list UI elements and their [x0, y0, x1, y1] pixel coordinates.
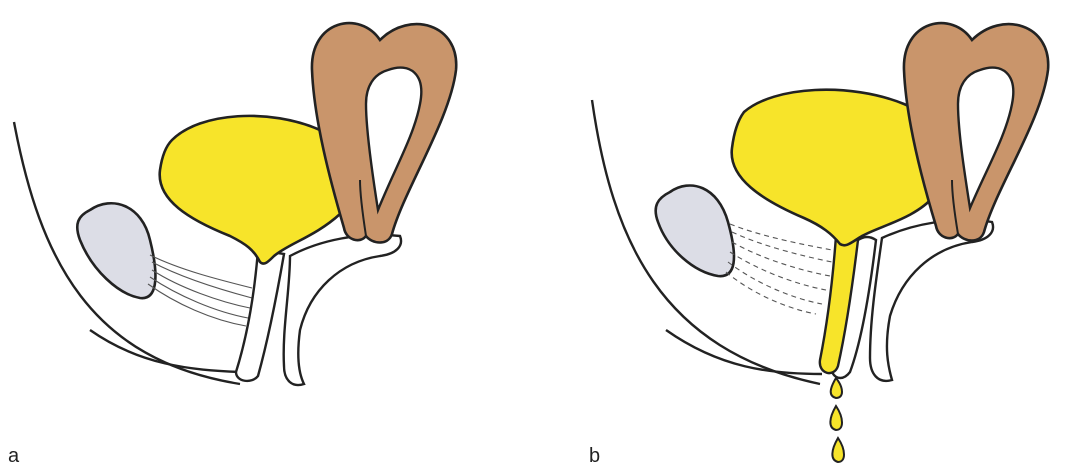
vaginal-wall	[284, 235, 401, 385]
pubic-bone	[77, 203, 155, 298]
weakened-ligaments	[726, 224, 832, 314]
vaginal-wall	[870, 220, 993, 381]
urine-droplet	[831, 378, 842, 398]
urine-droplet	[830, 406, 842, 430]
anatomy-diagram-a	[0, 0, 540, 474]
panel-label-b: b	[589, 445, 600, 468]
perineum-line	[90, 330, 240, 372]
panel-a: a	[0, 0, 540, 474]
panel-label-a: a	[8, 445, 19, 468]
pubourethral-ligaments	[148, 255, 252, 326]
anatomy-diagram-b	[540, 0, 1066, 474]
urethra	[820, 236, 858, 373]
panel-b: b	[540, 0, 1066, 474]
urine-droplet	[832, 438, 844, 462]
pubic-bone	[656, 185, 734, 276]
urethra	[236, 250, 284, 381]
perineum-line	[666, 330, 822, 374]
